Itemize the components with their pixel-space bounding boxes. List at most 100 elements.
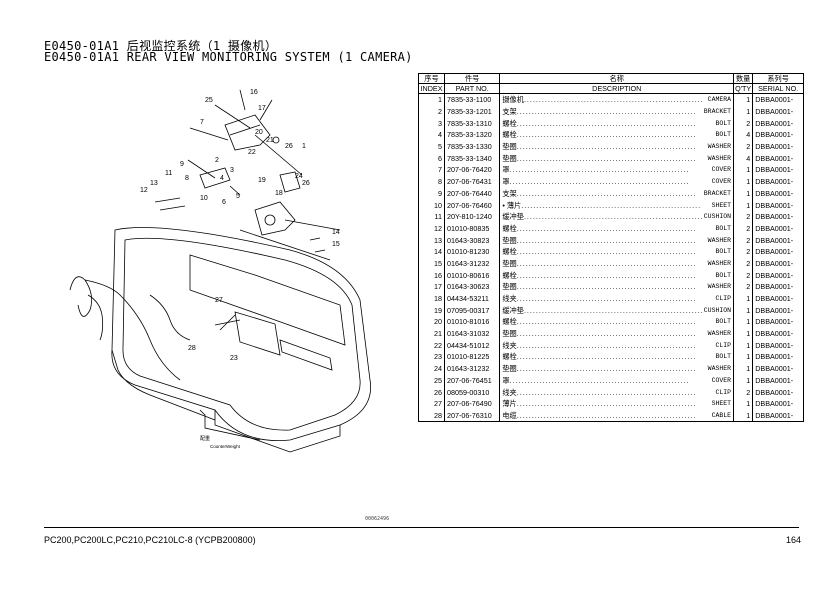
row-desc-cn: 罩: [502, 375, 510, 385]
row-desc-en: CLIP: [715, 295, 732, 303]
callout-19: 19: [258, 177, 266, 184]
leader-dots: [517, 270, 716, 281]
row-desc-cn: 垫圈: [502, 282, 517, 292]
row-index: 27: [418, 397, 445, 410]
row-desc-en: BRACKET: [703, 189, 732, 197]
page-number: 164: [786, 535, 802, 545]
row-desc-cn: • 薄片: [502, 200, 522, 210]
row-part-no: 01010-80616: [443, 269, 501, 281]
row-part-no: 01010-81225: [443, 351, 501, 363]
callout-14: 14: [332, 229, 340, 236]
row-desc-en: WASHER: [707, 365, 732, 373]
row-serial: DBBA0001-: [752, 117, 804, 130]
row-part-no: 207-06-76451: [443, 374, 501, 387]
row-qty: 2: [733, 269, 754, 281]
row-part-no: 7835-33-1330: [443, 140, 501, 153]
row-qty: 2: [733, 257, 754, 270]
row-serial: DBBA0001-: [752, 93, 804, 106]
row-part-no: 01010-80835: [443, 222, 501, 235]
row-desc-cn: 垫圈: [502, 329, 517, 339]
leader-dots: [524, 305, 704, 316]
callout-26a: 26: [285, 143, 293, 150]
row-qty: 2: [733, 222, 754, 235]
row-index: 12: [418, 222, 445, 235]
row-desc-cn: 垫圈: [502, 364, 517, 374]
leader-dots: [510, 375, 712, 386]
row-serial: DBBA0001-: [752, 397, 804, 410]
row-desc-en: CUSHION: [703, 306, 732, 314]
row-index: 3: [418, 117, 445, 130]
row-serial: DBBA0001-: [752, 129, 804, 141]
row-qty: 1: [733, 187, 754, 200]
row-description: 垫圈 WASHER: [499, 362, 735, 375]
col-serial-en: SERIAL NO.: [752, 83, 804, 94]
row-description: 摄像机CAMERA: [499, 93, 735, 106]
leader-dots: [517, 316, 716, 327]
callout-1: 1: [302, 143, 306, 150]
row-part-no: 207-06-76460: [443, 199, 501, 211]
row-serial: DBBA0001-: [752, 245, 804, 258]
row-description: 垫圈WASHER: [499, 234, 735, 246]
leader-dots: [524, 211, 704, 222]
row-index: 8: [418, 175, 445, 188]
row-qty: 2: [733, 234, 754, 246]
row-qty: 2: [733, 386, 754, 398]
row-part-no: 7835-33-1340: [443, 152, 501, 165]
callout-13: 13: [150, 180, 158, 187]
row-qty: 1: [733, 374, 754, 387]
row-description: 线夹CLIP: [499, 339, 735, 352]
row-serial: DBBA0001-: [752, 281, 804, 293]
callout-3: 3: [230, 167, 234, 174]
row-description: 螺栓BOLT: [499, 269, 735, 281]
row-part-no: 207-06-76440: [443, 187, 501, 200]
row-desc-cn: 垫圈: [502, 153, 517, 163]
row-index: 11: [418, 210, 445, 223]
leader-dots: [517, 363, 708, 374]
row-description: 支架BRACKET: [499, 105, 735, 118]
callout-12: 12: [140, 187, 148, 194]
row-description: 螺栓BOLT: [499, 117, 735, 130]
row-index: 1: [418, 93, 445, 106]
leader-dots: [517, 153, 708, 164]
callout-17: 17: [258, 105, 266, 112]
row-desc-cn: 螺栓: [502, 352, 517, 362]
callout-26b: 26: [302, 180, 310, 187]
row-desc-cn: 线夹: [502, 340, 517, 350]
row-description: 垫圈WASHER: [499, 327, 735, 340]
row-part-no: 01643-31232: [443, 362, 501, 375]
row-serial: DBBA0001-: [752, 187, 804, 200]
row-desc-en: BOLT: [715, 224, 732, 232]
row-serial: DBBA0001-: [752, 164, 804, 176]
row-part-no: 04434-53211: [443, 292, 501, 305]
leader-dots: [510, 164, 712, 175]
row-description: 螺栓BOLT: [499, 129, 735, 141]
row-desc-cn: 支架: [502, 107, 517, 117]
parts-table-body: 17835-33-1100摄像机CAMERA1DBBA0001-27835-33…: [418, 93, 804, 423]
row-desc-en: CAMERA: [707, 96, 732, 104]
callout-18: 18: [275, 190, 283, 197]
row-description: 螺栓BOLT: [499, 351, 735, 363]
row-desc-en: BOLT: [715, 119, 732, 127]
row-description: 螺栓BOLT: [499, 316, 735, 328]
row-qty: 1: [733, 105, 754, 118]
row-serial: DBBA0001-: [752, 339, 804, 352]
callout-21: 21: [266, 137, 274, 144]
callout-20: 20: [255, 129, 263, 136]
row-desc-en: CUSHION: [703, 213, 732, 221]
row-serial: DBBA0001-: [752, 210, 804, 223]
row-description: 螺栓BOLT: [499, 245, 735, 258]
row-desc-cn: 支架: [502, 188, 517, 198]
row-description: 薄片SHEET: [499, 397, 735, 410]
col-desc-cn: 名称: [499, 73, 735, 84]
row-description: 线夹CLIP: [499, 292, 735, 305]
row-desc-cn: 线夹: [502, 387, 517, 397]
row-description: 垫圈WASHER: [499, 281, 735, 293]
row-desc-en: SHEET: [711, 400, 732, 408]
drawing-id: 00062496: [365, 516, 390, 522]
row-desc-en: COVER: [711, 178, 732, 186]
